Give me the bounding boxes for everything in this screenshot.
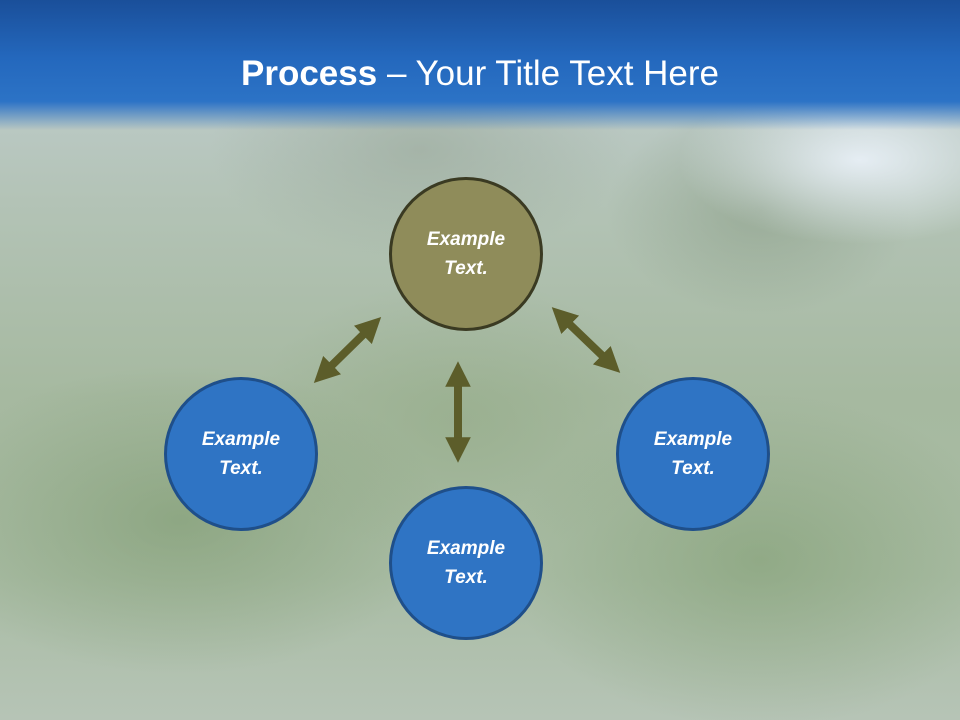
circle-right-line1: Example xyxy=(653,429,733,450)
slide-title: Process – Your Title Text Here xyxy=(0,52,960,96)
circle-top-line2: Text. xyxy=(444,258,488,279)
circle-left-line2: Text. xyxy=(219,458,263,479)
circle-bottom-line2: Text. xyxy=(444,567,488,588)
header-band xyxy=(0,0,960,130)
title-bold: Process xyxy=(241,54,378,93)
arrow-top-right xyxy=(551,307,621,373)
circle-bottom-line1: Example xyxy=(426,538,506,559)
circle-right-line2: Text. xyxy=(671,458,715,479)
title-rest: – Your Title Text Here xyxy=(377,54,719,93)
arrow-top-left xyxy=(313,317,382,383)
circle-left-line1: Example xyxy=(201,429,281,450)
circle-top-line1: Example xyxy=(426,229,506,250)
